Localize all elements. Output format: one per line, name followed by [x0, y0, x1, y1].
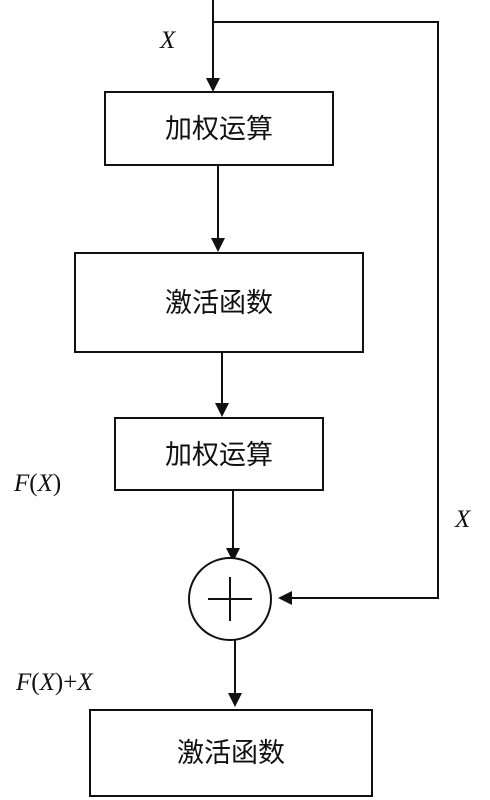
activation-block-2 — [89, 709, 373, 797]
shortcut-arrow-head — [278, 591, 292, 605]
weighted-op-block-2 — [114, 417, 324, 491]
arrow-head-1 — [206, 78, 220, 92]
fx-label: F(X) — [13, 470, 61, 497]
arrow-head-5 — [228, 693, 242, 707]
fx-paren-open: ( — [29, 470, 37, 497]
fx-var: X — [37, 470, 55, 497]
shortcut-path — [213, 21, 439, 599]
sum-func: F — [15, 669, 32, 696]
activation-block-1 — [74, 252, 364, 353]
weighted-op-block-1 — [104, 91, 334, 166]
fx-func: F — [13, 470, 30, 497]
weighted-op-label-2: 加权运算 — [165, 440, 273, 471]
sum-var1: X — [39, 669, 57, 696]
weighted-op-label-1: 加权运算 — [165, 114, 273, 145]
fx-plus-x-label: F(X)+X — [15, 669, 94, 696]
arrow-head-3 — [215, 403, 229, 417]
shortcut-x-label: X — [454, 506, 472, 533]
arrow-head-2 — [211, 238, 225, 252]
sum-plus: + — [63, 669, 77, 696]
arrow-head-4 — [226, 548, 240, 562]
input-x-label: X — [159, 27, 177, 54]
sum-var2: X — [76, 669, 94, 696]
fx-paren-close: ) — [53, 470, 61, 497]
sum-paren-open: ( — [31, 669, 39, 696]
activation-label-1: 激活函数 — [165, 288, 273, 319]
activation-label-2: 激活函数 — [177, 738, 285, 769]
sum-paren-close: ) — [55, 669, 63, 696]
